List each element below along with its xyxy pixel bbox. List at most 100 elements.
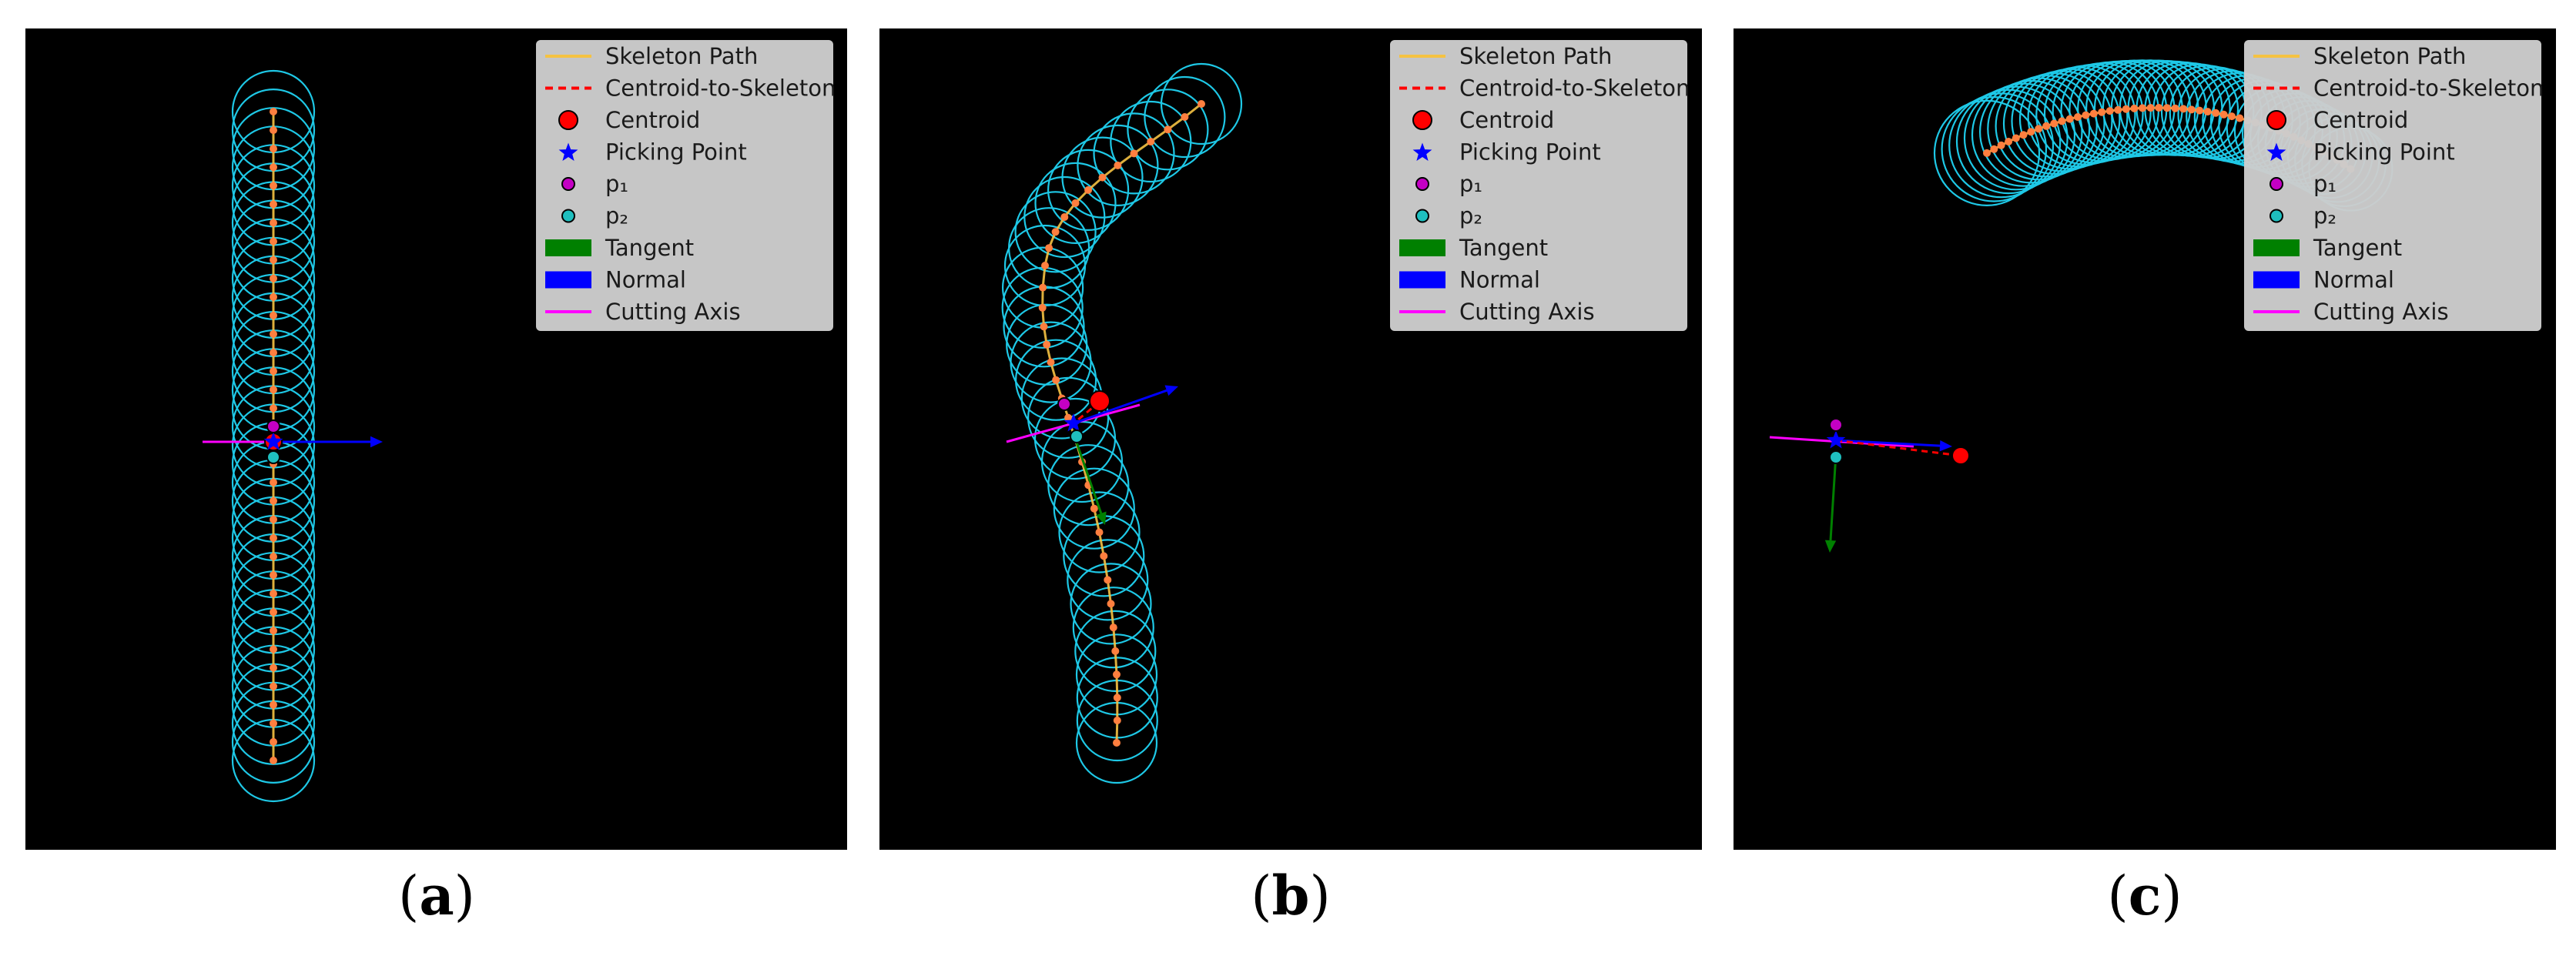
tube-circle bbox=[1058, 491, 1141, 573]
tube-circle bbox=[1034, 162, 1117, 244]
legend-dot-marker bbox=[1415, 209, 1429, 223]
skeleton-point bbox=[2196, 106, 2204, 115]
legend-entry: Picking Point bbox=[2266, 139, 2455, 165]
legend-star-marker bbox=[1412, 142, 1432, 161]
p1 bbox=[266, 420, 280, 433]
skeleton-point bbox=[1060, 213, 1069, 221]
skeleton-point bbox=[270, 719, 277, 727]
skeleton-point bbox=[1147, 138, 1155, 145]
legend-entry: p₂ bbox=[2269, 203, 2336, 229]
legend-star-marker bbox=[2266, 142, 2286, 161]
legend-dot-marker bbox=[1415, 177, 1429, 191]
legend-label: Cutting Axis bbox=[1459, 299, 1595, 325]
skeleton-point bbox=[1997, 141, 2005, 149]
skeleton-point bbox=[1064, 413, 1073, 422]
legend-entry: Centroid bbox=[2266, 107, 2408, 133]
skeleton-point bbox=[270, 311, 277, 319]
tube-circle bbox=[1955, 89, 2062, 195]
legend-entry: p₁ bbox=[2269, 171, 2336, 197]
skeleton-point bbox=[1107, 600, 1115, 608]
skeleton-point bbox=[2122, 105, 2130, 113]
skeleton-point bbox=[2105, 107, 2114, 115]
skeleton-point bbox=[270, 182, 277, 190]
normal-arrow-shaft bbox=[1073, 389, 1167, 425]
legend-entry: Skeleton Path bbox=[545, 43, 758, 69]
legend-label: Normal bbox=[605, 267, 686, 293]
tube-circle bbox=[1093, 112, 1175, 195]
skeleton-point bbox=[1052, 376, 1060, 384]
legend-entry: Tangent bbox=[2253, 235, 2402, 261]
legend-entry: Normal bbox=[1399, 267, 1540, 293]
legend-label: p₁ bbox=[605, 171, 628, 197]
skeleton-point bbox=[1113, 670, 1121, 679]
skeleton-point bbox=[2212, 109, 2220, 117]
skeleton-point bbox=[270, 534, 277, 542]
normal-arrow-shaft bbox=[1835, 439, 1941, 447]
legend-entry: Centroid-to-Skeleton bbox=[1399, 75, 1690, 102]
skeleton-point bbox=[1104, 576, 1112, 584]
legend-entry: Normal bbox=[2253, 267, 2394, 293]
tangent-arrow-shaft bbox=[1073, 435, 1103, 514]
normal-arrow bbox=[273, 436, 383, 448]
skeleton-point bbox=[1038, 303, 1047, 312]
skeleton-point bbox=[1047, 358, 1055, 366]
skeleton-point bbox=[2019, 131, 2028, 139]
skeleton-point bbox=[2058, 117, 2066, 125]
legend-label: p₂ bbox=[1459, 203, 1482, 229]
legend-label: Centroid-to-Skeleton bbox=[605, 75, 836, 102]
skeleton-point bbox=[270, 404, 277, 413]
legend-label: Tangent bbox=[2313, 235, 2402, 261]
legend-label: Centroid-to-Skeleton bbox=[1459, 75, 1690, 102]
legend-rect-marker bbox=[545, 271, 591, 289]
legend-label: p₂ bbox=[605, 203, 628, 229]
skeleton-point bbox=[2187, 105, 2196, 114]
skeleton-point bbox=[2012, 134, 2020, 142]
tube-circle bbox=[1047, 149, 1130, 231]
skeleton-point bbox=[270, 478, 277, 486]
legend-entry: p₂ bbox=[1415, 203, 1482, 229]
legend-entry: Skeleton Path bbox=[1399, 43, 1612, 69]
skeleton-point bbox=[2042, 122, 2051, 130]
normal-arrow bbox=[1835, 439, 1952, 452]
tangent-arrow bbox=[1073, 435, 1107, 525]
legend-dot-marker bbox=[561, 177, 575, 191]
tube-circle bbox=[1948, 92, 2055, 199]
skeleton-point bbox=[1198, 100, 1205, 108]
legend-dot-marker bbox=[2266, 110, 2286, 130]
skeleton-point bbox=[2098, 108, 2106, 116]
skeleton-point bbox=[270, 126, 277, 135]
legend-entry: Skeleton Path bbox=[2253, 43, 2466, 69]
panel-c-legend: Skeleton PathCentroid-to-SkeletonCentroi… bbox=[2244, 40, 2544, 331]
skeleton-point bbox=[270, 645, 277, 653]
tube-circle bbox=[1933, 99, 2041, 206]
legend-entry: Centroid-to-Skeleton bbox=[2253, 75, 2544, 102]
skeleton-point bbox=[270, 274, 277, 282]
skeleton-point bbox=[2171, 104, 2179, 112]
tube-circle bbox=[1963, 85, 2069, 191]
panel-b: Skeleton PathCentroid-to-SkeletonCentroi… bbox=[879, 28, 1702, 928]
skeleton-point bbox=[1181, 113, 1189, 121]
legend-entry: Picking Point bbox=[1412, 139, 1601, 165]
legend-label: Skeleton Path bbox=[605, 43, 758, 69]
tube-circle bbox=[1010, 321, 1092, 403]
legend-label: p₁ bbox=[1459, 171, 1482, 197]
picking-point bbox=[1064, 413, 1084, 432]
centroid bbox=[1089, 390, 1110, 412]
skeleton-point bbox=[270, 496, 277, 505]
legend-label: Centroid bbox=[605, 107, 700, 133]
legend-label: Tangent bbox=[605, 235, 694, 261]
legend-box bbox=[536, 40, 833, 331]
p1 bbox=[1829, 418, 1843, 432]
skeleton-point bbox=[2162, 104, 2171, 112]
tangent-arrow bbox=[1824, 453, 1837, 553]
legend-dot-marker bbox=[1412, 110, 1432, 130]
legend-entry: Centroid bbox=[558, 107, 700, 133]
tangent-arrow-head bbox=[1095, 511, 1107, 525]
skeleton-point bbox=[2074, 113, 2082, 121]
legend-box bbox=[2244, 40, 2541, 331]
legend-entry: p₂ bbox=[561, 203, 628, 229]
centroid bbox=[1951, 446, 1970, 465]
skeleton-point bbox=[270, 553, 277, 561]
skeleton-point bbox=[270, 292, 277, 301]
